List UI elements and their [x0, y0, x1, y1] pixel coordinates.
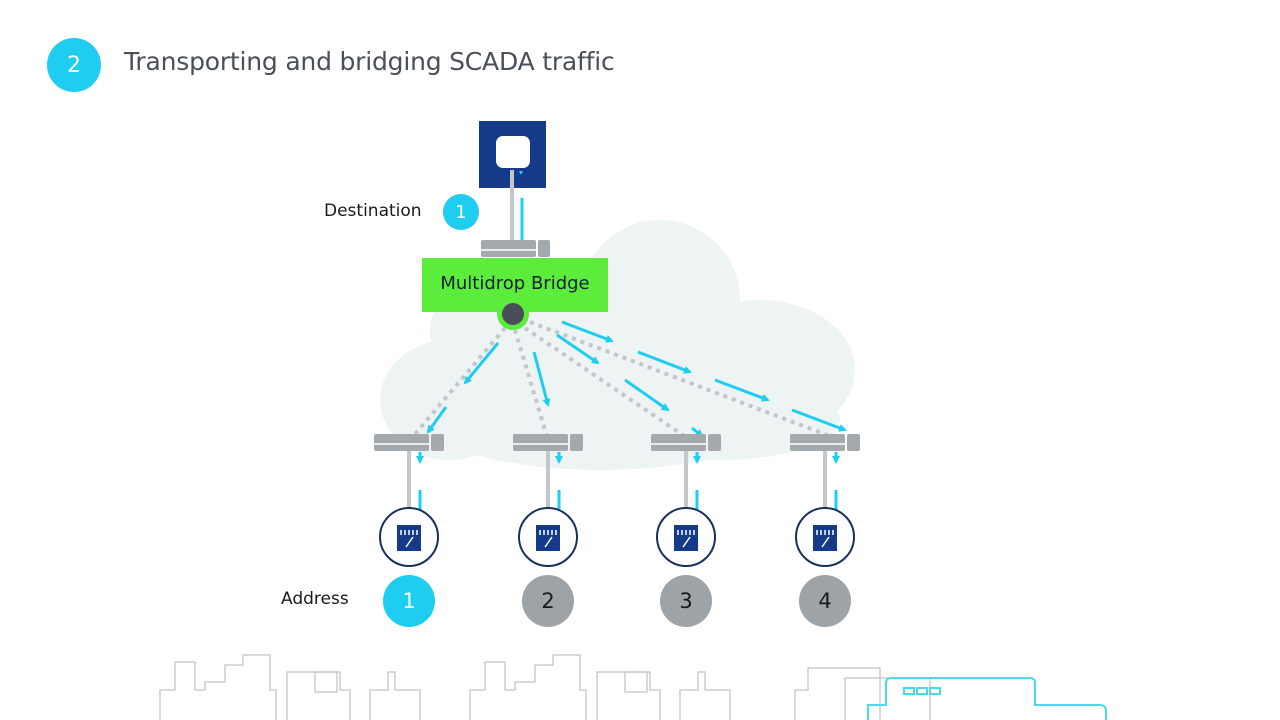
meter-icon: [813, 525, 837, 551]
address-badge: 2: [522, 575, 574, 627]
address-label: Address: [281, 589, 349, 609]
bridge-links: [408, 320, 841, 442]
step-number-badge: 2: [47, 38, 101, 92]
router-port: [708, 434, 721, 451]
traffic-arrows: [426, 320, 847, 438]
router-icon: [651, 434, 706, 451]
multidrop-bridge-label: Multidrop Bridge: [440, 272, 590, 294]
destination-label: Destination: [324, 201, 422, 221]
destination-badge: 1: [443, 194, 479, 230]
router-icon: [790, 434, 845, 451]
meter-icon: [536, 525, 560, 551]
bridge-router-icon: [481, 240, 550, 257]
router-port: [431, 434, 444, 451]
address-badge: 4: [799, 575, 851, 627]
meter-icon: [674, 525, 698, 551]
address-badge: 3: [660, 575, 712, 627]
page-title: Transporting and bridging SCADA traffic: [124, 47, 615, 76]
router-icon: [513, 434, 568, 451]
meter-icon: [397, 525, 421, 551]
router-port: [570, 434, 583, 451]
address-badge: 1: [383, 575, 435, 627]
router-port: [847, 434, 860, 451]
router-icon: [374, 434, 429, 451]
